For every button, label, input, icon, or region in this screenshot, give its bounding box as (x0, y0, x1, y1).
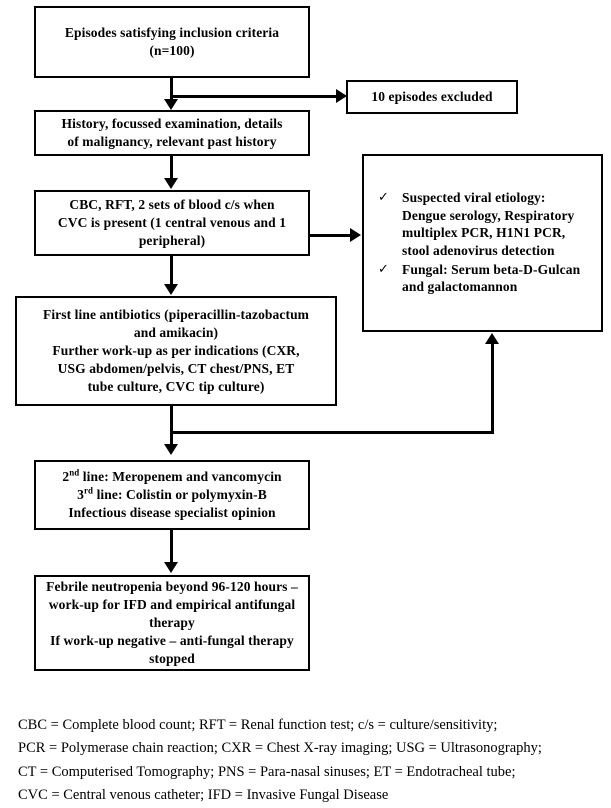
node-escalation-lines: 2nd line: Meropenem and vancomycin 3rd l… (34, 460, 310, 530)
node-febrile-line1: Febrile neutropenia beyond 96-120 hours … (46, 579, 298, 595)
legend-line-1: CBC = Complete blood count; RFT = Renal … (18, 717, 498, 733)
node-lines-line1: 2nd line: Meropenem and vancomycin (42, 468, 302, 486)
legend-line-2: PCR = Polymerase chain reaction; CXR = C… (18, 740, 542, 757)
node-history-line2: of malignancy, relevant past history (67, 134, 277, 149)
node-febrile-line2: work-up for IFD and empirical antifungal (48, 597, 296, 613)
node-febrile-line5: stopped (149, 650, 195, 666)
connector-history-to-cbc (170, 156, 173, 178)
node-cbc-line2: CVC is present (1 central venous and 1 (57, 215, 287, 231)
list-item: ✓ Suspected viral etiology: Dengue serol… (378, 189, 591, 259)
list-item: ✓ Fungal: Serum beta-D-Gulcan and galact… (378, 261, 591, 296)
connector-cbc-to-tests (310, 234, 352, 237)
check-mark-icon: ✓ (378, 189, 389, 205)
node-lines-line2-prefix: 3 (77, 487, 84, 503)
connector-antibiotics-to-tests (172, 431, 494, 434)
node-antibiotics-line2: and amikacin) (133, 325, 219, 341)
connector-inclusion-to-history (170, 78, 173, 100)
node-lines-line2: 3rd line: Colistin or polymyxin-B (42, 486, 302, 504)
check-mark-icon: ✓ (378, 260, 389, 276)
node-inclusion-line2: (n=100) (149, 43, 195, 58)
node-history-line1: History, focussed examination, details (61, 116, 283, 132)
special-investigations-list: ✓ Suspected viral etiology: Dengue serol… (364, 189, 601, 296)
arrow-riser-to-tests (485, 333, 499, 344)
node-antibiotics-line4: USG abdomen/pelvis, CT chest/PNS, ET (57, 360, 295, 376)
node-lines-line1-rest: line: Meropenem and vancomycin (79, 469, 282, 485)
node-antibiotics-line3: Further work-up as per indications (CXR, (52, 343, 300, 359)
node-excluded-label: 10 episodes excluded (371, 89, 493, 105)
node-lines-line1-prefix: 2 (62, 469, 70, 485)
connector-lines-to-febrile (170, 530, 173, 562)
arrow-inclusion-to-history (164, 99, 178, 110)
arrow-antibiotics-to-lines (164, 444, 178, 455)
node-febrile-neutropenia: Febrile neutropenia beyond 96-120 hours … (34, 575, 310, 671)
legend-line-4: CVC = Central venous catheter; IFD = Inv… (18, 787, 389, 804)
node-antibiotics-line5: tube culture, CVC tip culture) (87, 378, 265, 394)
node-febrile-line3: therapy (149, 615, 195, 631)
node-inclusion-criteria: Episodes satisfying inclusion criteria (… (34, 6, 310, 78)
node-lines-line2-rest: line: Colistin or polymyxin-B (93, 487, 267, 503)
node-episodes-excluded: 10 episodes excluded (346, 80, 518, 114)
node-antibiotics-line1: First line antibiotics (piperacillin-taz… (42, 307, 310, 323)
arrow-cbc-to-antibiotics (164, 284, 178, 295)
node-baseline-investigations: CBC, RFT, 2 sets of blood c/s when CVC i… (34, 190, 310, 256)
arrow-cbc-to-tests (350, 228, 361, 242)
arrow-history-to-cbc (164, 178, 178, 189)
node-cbc-line3: peripheral) (138, 232, 206, 248)
node-lines-line2-sup: rd (83, 485, 94, 496)
legend-line-3: CT = Computerised Tomography; PNS = Para… (18, 763, 516, 780)
node-lines-line3: Infectious disease specialist opinion (68, 504, 276, 520)
connector-riser-to-tests (491, 344, 494, 434)
node-cbc-line1: CBC, RFT, 2 sets of blood c/s when (69, 197, 275, 213)
node-first-line-antibiotics: First line antibiotics (piperacillin-taz… (15, 296, 337, 406)
connector-antibiotics-to-lines (170, 406, 173, 444)
connector-cbc-to-antibiotics (170, 256, 173, 284)
list-item-text: Fungal: Serum beta-D-Gulcan and galactom… (402, 261, 581, 295)
connector-to-excluded (172, 95, 338, 98)
node-lines-line1-sup: nd (69, 467, 80, 478)
node-febrile-line4: If work-up negative – anti-fungal therap… (50, 632, 294, 648)
node-history-examination: History, focussed examination, details o… (34, 110, 310, 156)
abbreviations-legend: CBC = Complete blood count; RFT = Renal … (18, 714, 606, 808)
list-item-text: Suspected viral etiology: Dengue serolog… (402, 190, 575, 258)
arrow-to-excluded (336, 89, 347, 103)
node-inclusion-line1: Episodes satisfying inclusion criteria (64, 25, 280, 41)
node-special-investigations: ✓ Suspected viral etiology: Dengue serol… (362, 154, 603, 332)
arrow-lines-to-febrile (164, 562, 178, 573)
